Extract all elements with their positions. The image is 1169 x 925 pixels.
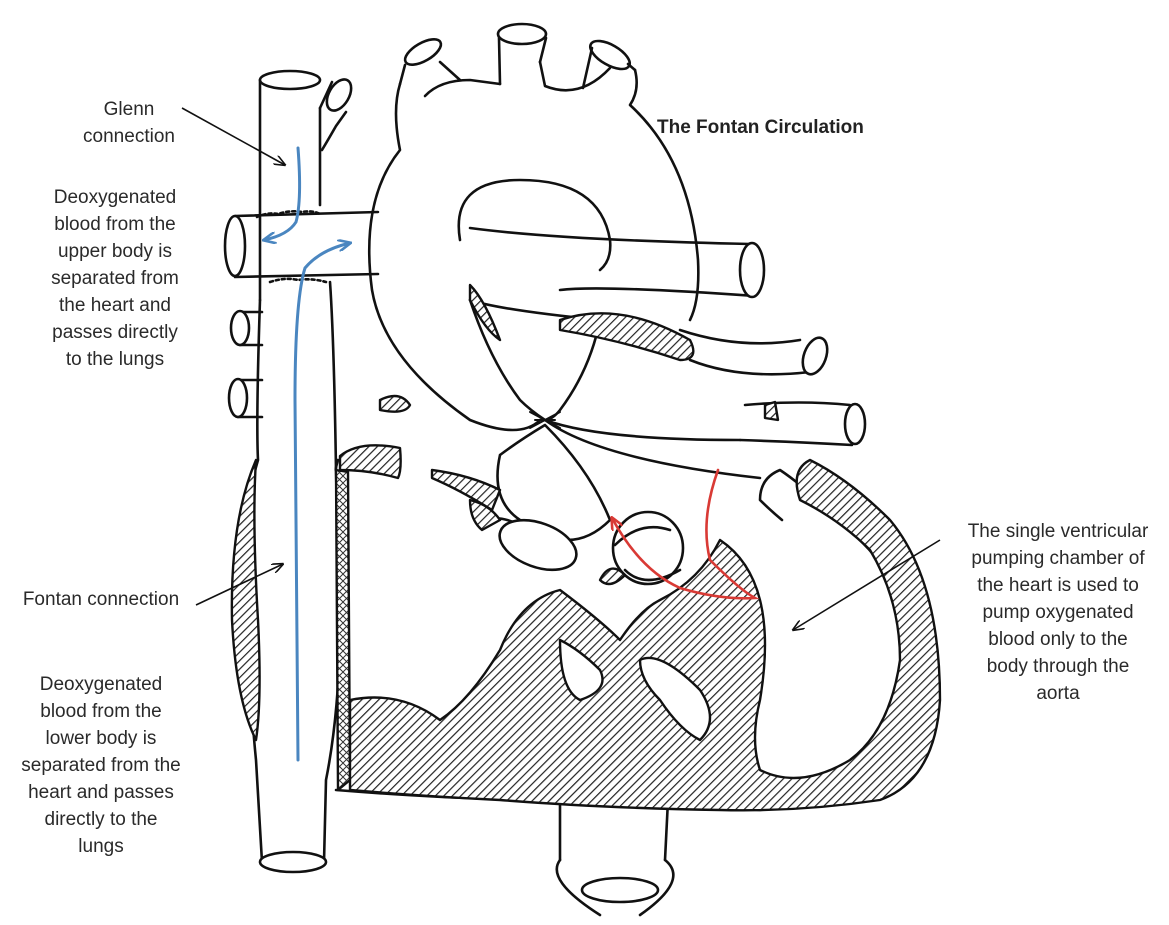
pulmonary-artery-branches bbox=[225, 211, 378, 282]
aortic-arch bbox=[369, 24, 764, 430]
glenn-description-line: passes directly bbox=[30, 319, 200, 346]
glenn-description-line: the heart and bbox=[30, 292, 200, 319]
upper-body-flow-arrow bbox=[264, 148, 300, 240]
ventricle-description-line: the heart is used to bbox=[948, 572, 1168, 599]
ventricle-description-line: pumping chamber of bbox=[948, 545, 1168, 572]
ventricle-description-line: body through the bbox=[948, 653, 1168, 680]
fontan-description-line: directly to the bbox=[6, 806, 196, 833]
ventricle-description: The single ventricular pumping chamber o… bbox=[948, 518, 1168, 707]
diagram-title: The Fontan Circulation bbox=[657, 117, 864, 139]
glenn-description-line: to the lungs bbox=[30, 346, 200, 373]
fontan-description-line: lower body is bbox=[6, 725, 196, 752]
fontan-heading-line: Fontan connection bbox=[6, 586, 196, 613]
fontan-connection-heading: Fontan connection bbox=[6, 586, 196, 613]
glenn-description-line: upper body is bbox=[30, 238, 200, 265]
fontan-conduit bbox=[245, 282, 341, 872]
fontan-description-line: Deoxygenated bbox=[6, 671, 196, 698]
fontan-description-line: blood from the bbox=[6, 698, 196, 725]
fontan-connection-description: Deoxygenated blood from the lower body i… bbox=[6, 671, 196, 860]
heart-outline bbox=[336, 330, 924, 915]
glenn-connection-description: Deoxygenated blood from the upper body i… bbox=[30, 184, 200, 373]
glenn-connection-heading: Glenn connection bbox=[54, 96, 204, 150]
glenn-heading-line: connection bbox=[54, 123, 204, 150]
glenn-heading-line: Glenn bbox=[54, 96, 204, 123]
fontan-description-line: heart and passes bbox=[6, 779, 196, 806]
ventricle-description-line: aorta bbox=[948, 680, 1168, 707]
fontan-description-line: lungs bbox=[6, 833, 196, 860]
fontan-description-line: separated from the bbox=[6, 752, 196, 779]
ventricle-description-line: The single ventricular bbox=[948, 518, 1168, 545]
glenn-description-line: separated from bbox=[30, 265, 200, 292]
ventricle-description-line: pump oxygenated bbox=[948, 599, 1168, 626]
ventricle-description-line: blood only to the bbox=[948, 626, 1168, 653]
glenn-description-line: Deoxygenated bbox=[30, 184, 200, 211]
glenn-description-line: blood from the bbox=[30, 211, 200, 238]
